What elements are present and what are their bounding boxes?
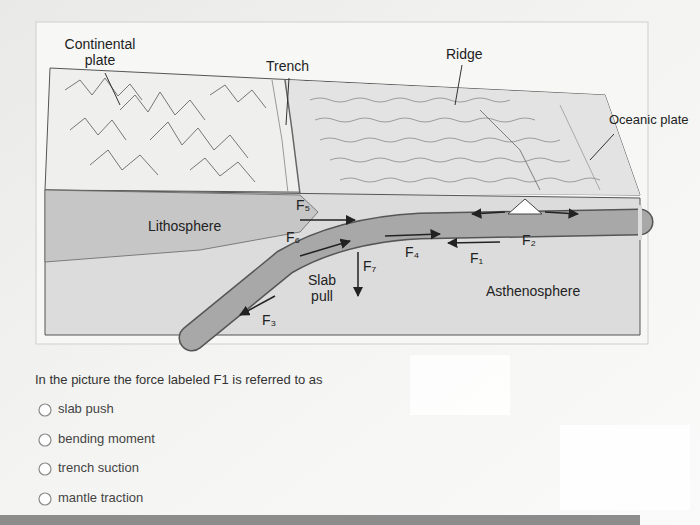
force-label: Slab pull	[304, 272, 340, 304]
answer-option: mantle traction	[58, 491, 143, 506]
layer-label: Asthenosphere	[486, 283, 580, 299]
plate-label: Oceanic plate	[609, 113, 689, 128]
leader-lines	[105, 65, 614, 160]
oceanic-lithosphere	[192, 222, 640, 338]
seafloor-texture	[310, 98, 600, 190]
mountains	[65, 78, 266, 182]
force-label: F₃	[262, 312, 276, 328]
asthenosphere-face	[45, 190, 640, 335]
feature-label: Ridge	[446, 46, 483, 62]
ridge-notch	[508, 199, 542, 214]
ocean-surface	[285, 80, 640, 195]
radio-buttons	[39, 404, 51, 505]
force-label: F₄	[405, 244, 419, 260]
layer-label: Lithosphere	[148, 218, 221, 234]
glare	[410, 355, 510, 415]
edge-fix	[638, 205, 642, 240]
top-face	[45, 68, 640, 195]
trench-slope	[272, 80, 288, 193]
force-label: F₇	[363, 258, 376, 274]
glare	[560, 425, 690, 510]
figure-frame	[36, 22, 648, 344]
force-label: F₆	[286, 229, 300, 245]
feature-label: Trench	[266, 58, 309, 74]
question-text: In the picture the force labeled F1 is r…	[35, 373, 323, 388]
force-label: F₁	[470, 250, 483, 266]
trench-line	[285, 80, 300, 194]
plate-label: Continental plate	[55, 36, 145, 68]
answer-option: trench suction	[58, 461, 139, 476]
bottom-bar	[0, 515, 640, 525]
force-label: F₂	[522, 232, 536, 248]
slab-outline	[192, 222, 640, 338]
answer-option: bending moment	[58, 432, 155, 447]
answer-option: slab push	[58, 402, 114, 417]
force-label: F₅	[296, 197, 310, 213]
force-arrows	[240, 212, 578, 315]
